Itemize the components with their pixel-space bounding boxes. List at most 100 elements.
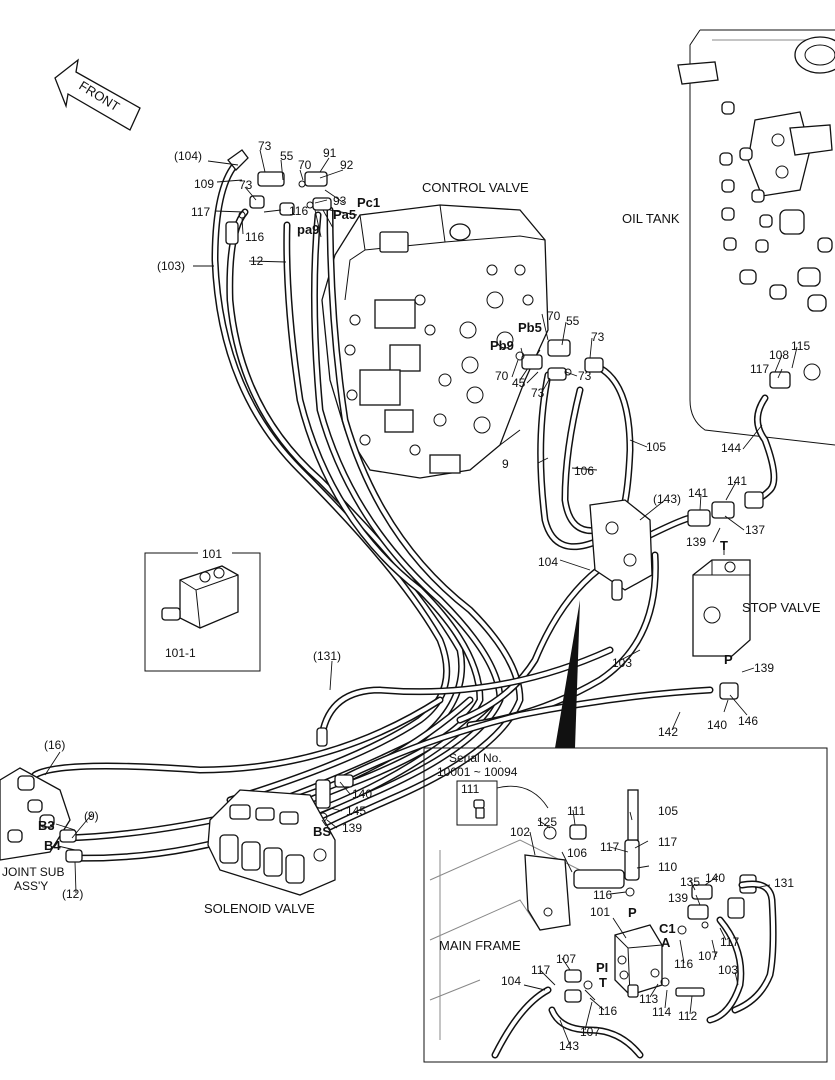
port-label: Pb5 (518, 320, 542, 335)
callout: 139 (686, 535, 706, 549)
callout: 107 (580, 1025, 600, 1039)
callout: 140 (707, 718, 727, 732)
callout: 104 (538, 555, 558, 569)
callout: 117 (658, 835, 677, 849)
callouts-main: (104) 109 117 73 55 70 91 92 93 73 116 1… (44, 139, 810, 901)
serial-label-2: 10001 ~ 10094 (437, 765, 518, 779)
callout: (16) (44, 738, 65, 752)
callout: (143) (653, 492, 681, 506)
callout: 142 (658, 725, 678, 739)
callout: 103 (718, 963, 738, 977)
callout: 107 (698, 949, 718, 963)
joint-sub-assy: JOINT SUB ASS'Y (0, 767, 83, 893)
fittings-top (225, 149, 332, 245)
oil-tank-label: OIL TANK (622, 211, 680, 226)
port-labels: Pc1 Pa5 pa9 Pb5 Pb9 B3 B4 BS P T P C1 A … (38, 195, 733, 990)
callout: 73 (591, 330, 605, 344)
callout: 73 (531, 386, 545, 400)
callout: 113 (639, 992, 658, 1006)
callout: 107 (556, 952, 576, 966)
callout: 70 (495, 369, 509, 383)
callout: 115 (791, 339, 810, 353)
oil-tank: OIL TANK (622, 29, 835, 446)
callout: 105 (646, 440, 666, 454)
port-label: Pa5 (333, 207, 356, 222)
callout: 116 (245, 230, 264, 244)
callout: 146 (738, 714, 758, 728)
callout: 117 (191, 205, 210, 219)
callout: 145 (346, 804, 366, 818)
callout: 116 (598, 1004, 617, 1018)
serial-part-label: 111 (461, 782, 480, 796)
front-arrow: FRONT (54, 58, 141, 131)
port-label: Pc1 (357, 195, 380, 210)
callout: (103) (157, 259, 185, 273)
callout: 144 (721, 441, 741, 455)
callout: 141 (688, 486, 708, 500)
callout: 112 (678, 1009, 697, 1023)
callout: 45 (512, 376, 526, 390)
callout: 131 (774, 876, 794, 890)
callout: 137 (745, 523, 765, 537)
callout: 117 (600, 840, 619, 854)
port-label: T (720, 538, 728, 553)
callout: 73 (578, 369, 592, 383)
stop-valve: STOP VALVE (692, 559, 821, 700)
callout: 116 (593, 888, 612, 902)
callout: 106 (574, 464, 594, 478)
inset-101-title: 101 (202, 547, 222, 561)
joint-sub-label-2: ASS'Y (14, 879, 48, 893)
port-label: B3 (38, 818, 55, 833)
callout: 143 (559, 1039, 579, 1053)
callout: 9 (502, 457, 509, 471)
callout: 73 (258, 139, 272, 153)
callout: 105 (658, 804, 678, 818)
callout: (131) (313, 649, 341, 663)
main-frame-label: MAIN FRAME (439, 938, 521, 953)
inset-101: 101 101-1 (144, 547, 261, 672)
callout: 140 (352, 787, 372, 801)
port-label: PI (596, 960, 608, 975)
callout: 101 (590, 905, 610, 919)
port-label: C1 (659, 921, 676, 936)
callout: 55 (566, 314, 580, 328)
callout: 111 (567, 804, 586, 818)
callout: 117 (720, 935, 739, 949)
fittings-pb (515, 339, 604, 381)
callout: 109 (194, 177, 214, 191)
callout: 55 (280, 149, 294, 163)
callout: 12 (250, 254, 264, 268)
callout: 117 (531, 963, 550, 977)
solenoid-valve-label: SOLENOID VALVE (204, 901, 315, 916)
callout: 125 (537, 815, 557, 829)
stop-valve-label: STOP VALVE (742, 600, 821, 615)
callout: 91 (323, 146, 337, 160)
leader-lines (44, 149, 798, 1046)
callout: 139 (668, 891, 688, 905)
callout: 139 (342, 821, 362, 835)
callout: 116 (289, 204, 308, 218)
callout: 93 (333, 194, 347, 208)
port-label: pa9 (297, 222, 319, 237)
callout: 70 (547, 309, 561, 323)
callout: 117 (750, 362, 769, 376)
callout: 139 (754, 661, 774, 675)
port-label: T (599, 975, 607, 990)
callout: 106 (567, 846, 587, 860)
serial-label-1: Serial No. (449, 751, 502, 765)
callout: 103 (612, 656, 632, 670)
solenoid-valve: SOLENOID VALVE (204, 789, 336, 916)
callout: 141 (727, 474, 747, 488)
port-label: P (628, 905, 637, 920)
callouts-detail: 125 111 106 102 105 117 117 110 116 101 … (501, 804, 794, 1053)
callout: 73 (239, 178, 253, 192)
callout: 92 (340, 158, 354, 172)
control-valve: CONTROL VALVE (321, 180, 549, 479)
detail-box: Serial No. 10001 ~ 10094 111 MAIN FRAME (423, 747, 828, 1063)
inset-101-sub: 101-1 (165, 646, 196, 660)
callout: 108 (769, 348, 789, 362)
hose-bundle (31, 161, 778, 862)
control-valve-label: CONTROL VALVE (422, 180, 529, 195)
manifold-block (589, 363, 821, 601)
